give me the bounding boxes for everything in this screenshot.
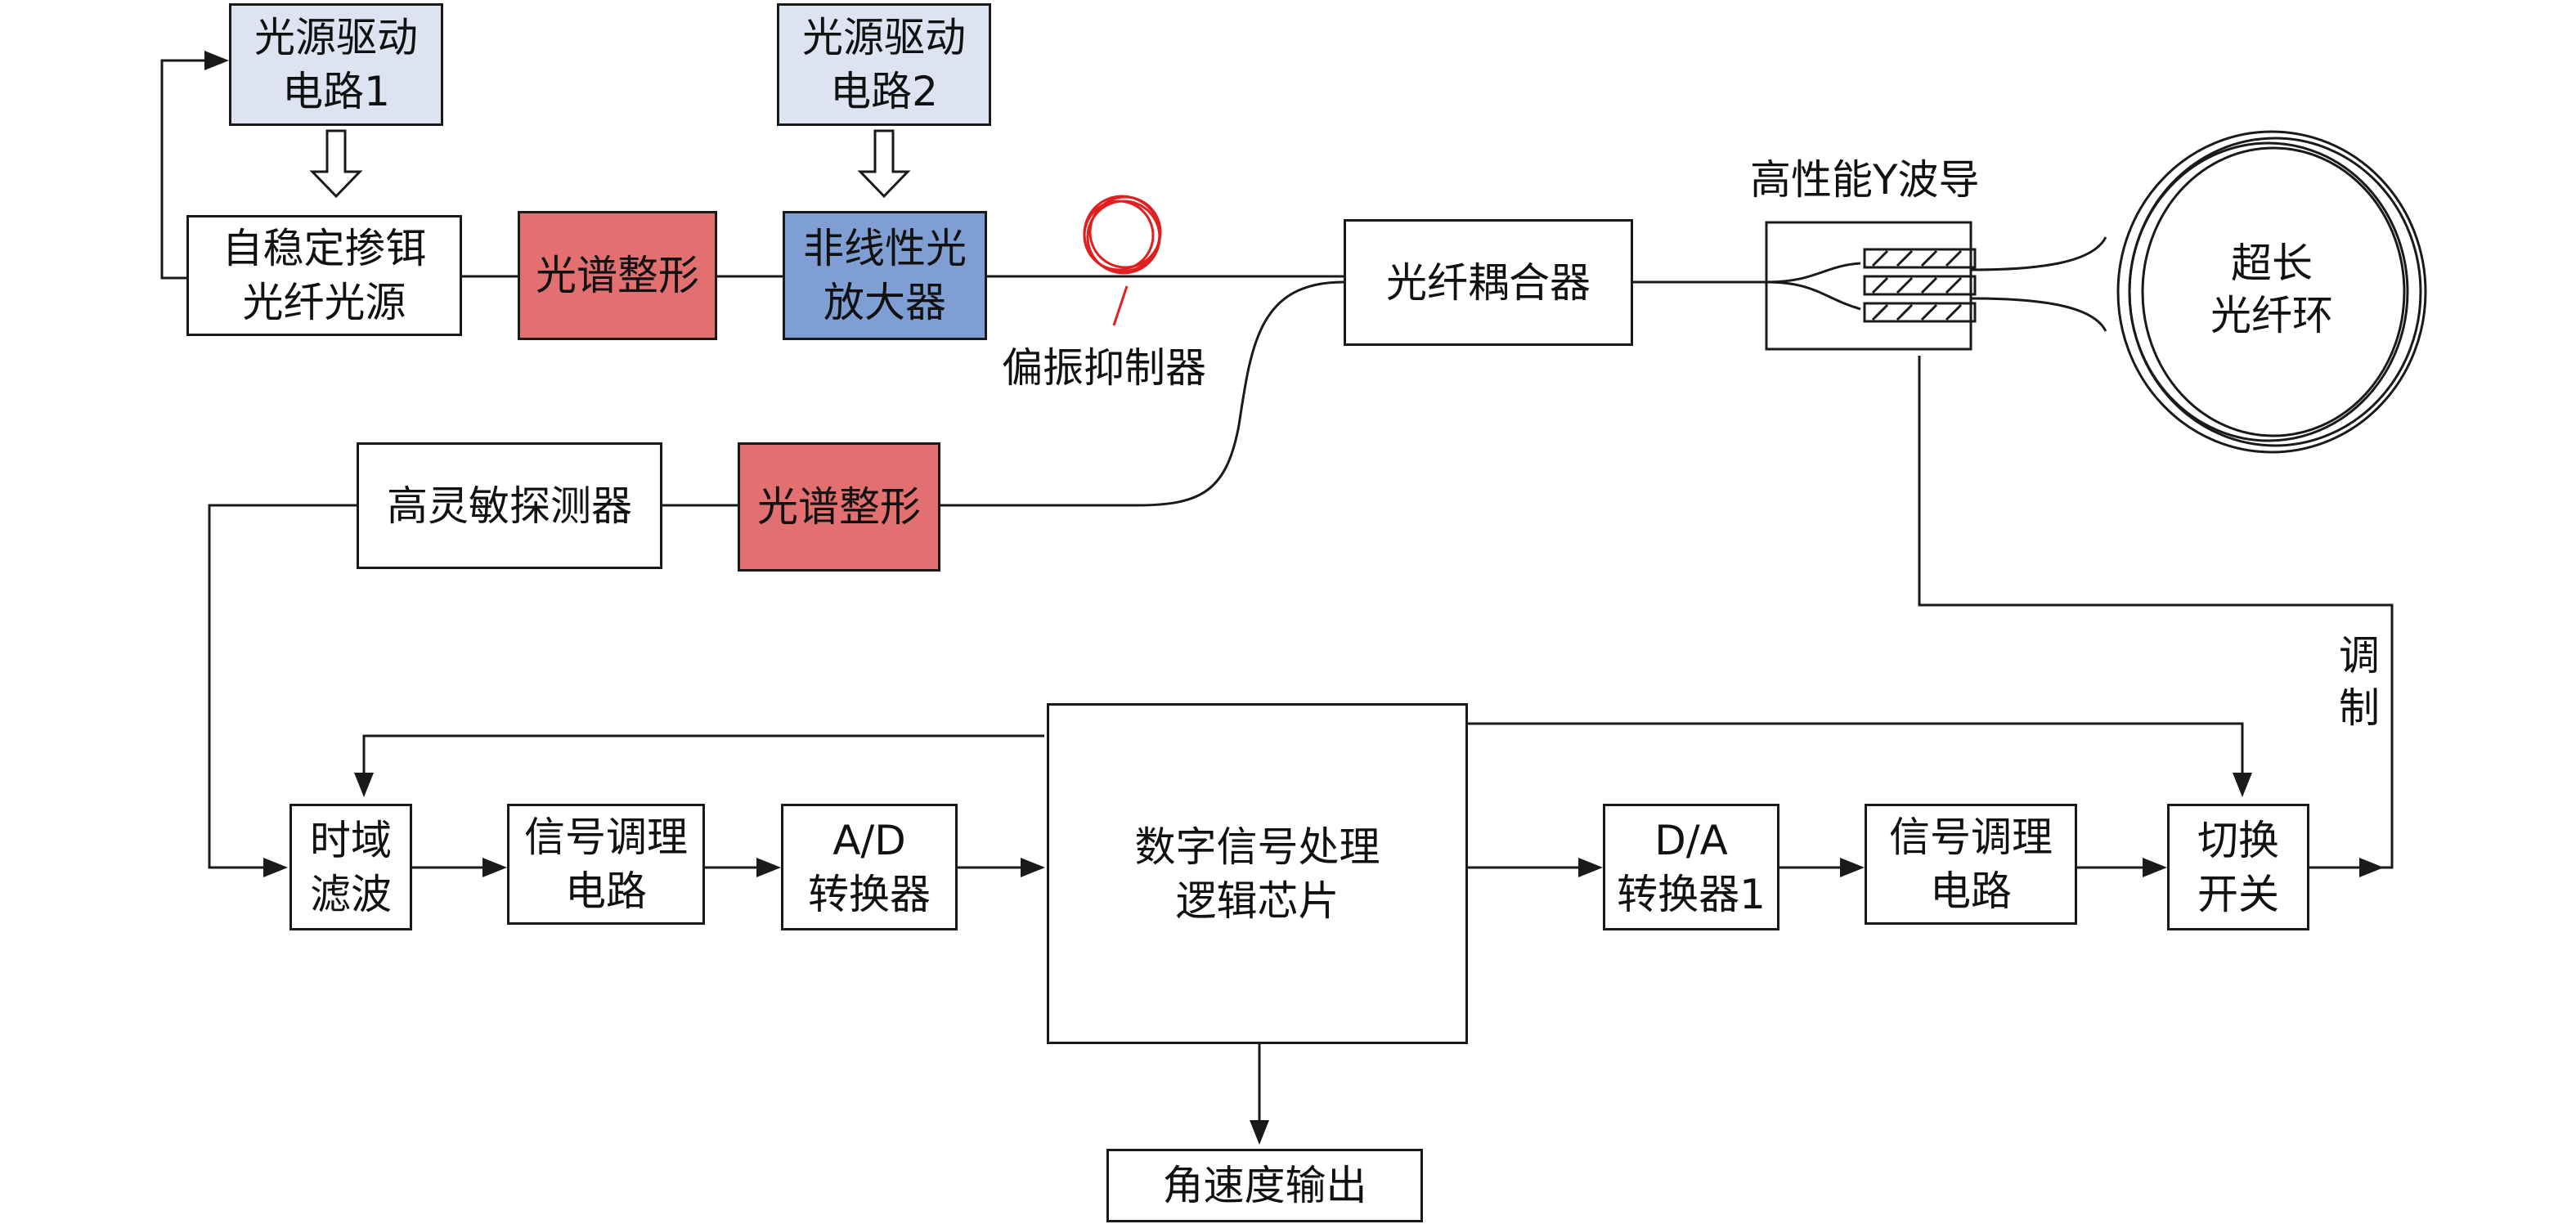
ring-lead-bottom xyxy=(1970,297,2107,332)
arrowhead xyxy=(2143,858,2167,877)
return-fiber-wire xyxy=(940,280,1344,507)
arrowhead xyxy=(1578,858,1603,877)
erbium-fiber-source: 自稳定掺铒光纤光源 xyxy=(186,215,462,336)
y-waveguide-chip-icon xyxy=(1765,221,1977,351)
arrowhead xyxy=(354,773,374,797)
light-drive-circuit-1: 光源驱动电路1 xyxy=(229,3,443,126)
high-sensitivity-detector: 高灵敏探测器 xyxy=(357,442,662,569)
dsp-to-switch-wire xyxy=(1468,722,2244,777)
arrowhead xyxy=(1250,1120,1269,1145)
modulation-wire xyxy=(1918,356,2394,869)
modulation-label: 调制 xyxy=(2339,632,2380,732)
feedback-wire xyxy=(160,59,211,280)
polarizer-pointer xyxy=(1112,285,1129,326)
arrowhead xyxy=(2233,773,2252,797)
arrowhead xyxy=(2359,858,2384,877)
nonlinear-amplifier: 非线性光放大器 xyxy=(783,211,987,340)
detector-to-filter-wire xyxy=(208,504,357,869)
time-domain-filter: 时域滤波 xyxy=(289,804,412,930)
arrowhead xyxy=(1840,858,1865,877)
polarizer-label: 偏振抑制器 xyxy=(1002,344,1206,392)
arrowhead xyxy=(263,858,288,877)
switching-switch: 切换开关 xyxy=(2167,804,2309,930)
light-drive-circuit-2: 光源驱动电路2 xyxy=(777,3,991,126)
signal-conditioning-right: 信号调理电路 xyxy=(1865,804,2077,925)
fiber-coil-icon xyxy=(1083,195,1162,275)
arrowhead xyxy=(204,51,229,70)
fiber-ring-label: 超长光纤环 xyxy=(2210,240,2333,339)
arrowhead xyxy=(1021,858,1045,877)
spectrum-shaper-top: 光谱整形 xyxy=(518,211,717,340)
fiber-ring-icon xyxy=(2116,130,2427,454)
spectrum-shaper-bottom: 光谱整形 xyxy=(738,442,940,572)
arrowhead xyxy=(756,858,781,877)
ring-lead-top xyxy=(1970,236,2107,271)
dsp-logic-chip: 数字信号处理逻辑芯片 xyxy=(1047,703,1468,1044)
signal-conditioning-left: 信号调理电路 xyxy=(507,804,705,925)
arrowhead xyxy=(482,858,507,877)
fiber-coupler: 光纤耦合器 xyxy=(1344,219,1633,346)
angular-velocity-output: 角速度输出 xyxy=(1106,1149,1423,1222)
dsp-to-filter-wire xyxy=(362,734,1044,777)
y-waveguide-label: 高性能Y波导 xyxy=(1750,156,1980,204)
hollow-down-arrow-icon xyxy=(309,129,911,199)
